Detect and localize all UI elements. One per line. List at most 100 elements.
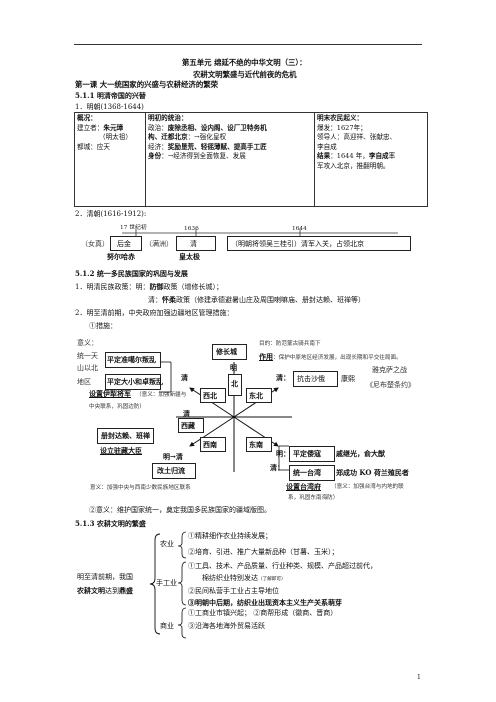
qing-policy-note: 政策（修建承德避暑山庄及周围喇嘛庙、册封达赖、班禅等） xyxy=(176,296,365,304)
year-17c: 17 世纪初 xyxy=(120,225,147,231)
ethnic-policy-ming: 1．明清民族政策：明：防御政策（增修长城）； xyxy=(75,282,223,291)
gaitu-label: 改土归流 xyxy=(157,466,185,475)
xinan-note: 意义：加强中央与西南少数民族地区联系 xyxy=(90,485,191,491)
ethnic-policy-qing: 清：怀柔政策（修建承德避暑山庄及周围喇嘛庙、册封达赖、班禅等） xyxy=(148,295,365,304)
yiyi-top-4: 地区 xyxy=(77,378,91,386)
section-5-1-2: 5.1.2 统一多民族国家的巩固与发展 xyxy=(75,269,188,278)
politics-result: ：→强化皇权 xyxy=(187,133,227,142)
page-number: 1 xyxy=(417,674,421,681)
section-5-1-1: 5.1.1 明清帝国的兴替 xyxy=(75,91,146,100)
s513-left-2: 农耕文明达到鼎盛 xyxy=(77,586,133,595)
yiyi-final: ②意义：维护国家统一，奠定我国多民族国家的疆域版图。 xyxy=(89,506,271,514)
shougongye-item-1b: 棉纺织业特别发达（了解即可） xyxy=(202,574,286,582)
politics-measures: 废除丞相、设内阁、设厂卫特务机 xyxy=(167,123,267,132)
economy-measures-cont: 身份 xyxy=(148,152,162,161)
changcheng-box xyxy=(212,344,247,360)
taiwan-note: （意义：加强台湾与内地的联 xyxy=(331,484,404,490)
pingwo-box xyxy=(289,446,335,462)
dongbei-box xyxy=(246,388,272,403)
cotton-textile: 棉纺织业特别发达 xyxy=(202,574,258,582)
nongye-item-1: ①精耕细作农业持续发展； xyxy=(188,532,272,540)
ming-policy: 防御 xyxy=(149,282,164,291)
ming-overview-cell: 概况： 建立者：朱元璋 （明太祖） 都城：应天 xyxy=(74,112,146,207)
reached: 达到 xyxy=(105,587,119,595)
qing-heading: 2．清朝(1616-1912): xyxy=(75,210,147,218)
ethnic-policy-label: 1．明清民族政策：明： xyxy=(75,283,150,291)
tongyi-taiwan-label: 统一台湾 xyxy=(293,468,321,477)
peak: 鼎盛 xyxy=(119,586,133,595)
changcheng-purpose: 目的：防范蒙古骑兵南下 xyxy=(259,341,321,347)
shangye-item-1: ①工商业市镇兴起； ②商帮形成（徽商、晋商） xyxy=(188,609,338,617)
effect-label: 作用 xyxy=(259,352,273,361)
founder-name: 朱元璋 xyxy=(103,123,124,132)
economy-label: 经济： xyxy=(148,142,168,151)
yakesa-label: 雅克萨之战 xyxy=(372,366,407,374)
ming-north: 明 xyxy=(230,363,237,372)
frontier-heading: 2．明至清前期，中央政府加强边疆地区管理措施： xyxy=(75,309,234,317)
nongye-label: 农业 xyxy=(160,540,174,548)
manzhou-label: （满洲） xyxy=(145,240,173,248)
yili-note-2: 中央联系，巩固边防） xyxy=(89,404,145,410)
qing-southeast: 清： xyxy=(270,463,284,472)
nurhaci-label: 努尔哈赤 xyxy=(107,252,135,261)
xibei-box xyxy=(200,388,226,403)
yili-label: 设置伊犁将军 xyxy=(89,389,131,398)
dongnan-box xyxy=(246,437,272,452)
year-1636: 1636 xyxy=(184,226,199,232)
uprising-title: 明末农民起义： xyxy=(317,114,364,122)
xizang-label: 西藏 xyxy=(181,421,195,430)
qing-tibet: 清 xyxy=(183,409,190,418)
result-leader: 李自成 xyxy=(368,152,389,161)
north-box xyxy=(228,374,242,396)
kangxi-label: 康熙 xyxy=(341,375,355,383)
uprising-leaders: 领导人：高迎祥、张献忠、 xyxy=(317,133,397,142)
zhungeer-box xyxy=(105,352,161,368)
ming-southeast: 明： xyxy=(276,449,290,458)
dongbei-label: 东北 xyxy=(249,391,263,400)
lesson-title: 第一课 大一统国家的兴盛与农耕经济的繁荣 xyxy=(75,80,218,89)
qing-northeast: 清： xyxy=(276,373,290,382)
cefeng-box xyxy=(97,428,154,444)
event-label: （明朝将领吴三桂引）清军入关，占领北京 xyxy=(231,240,364,248)
xinan-label: 西南 xyxy=(203,440,217,449)
result-text-cont: 军攻入北京，推翻明朝。 xyxy=(317,161,390,170)
unit-subtitle: 农耕文明繁盛与近代前夜的危机 xyxy=(193,70,297,79)
know-note: （了解即可） xyxy=(258,577,286,582)
ming-table: 概况： 建立者：朱元璋 （明太祖） 都城：应天 明初的统治： 政治：废除丞相、设… xyxy=(74,112,428,207)
yiyi-top-2: 统一天 xyxy=(77,352,98,360)
houjin-box xyxy=(110,236,142,251)
dahe-label: 平定大小和卓叛乱 xyxy=(107,377,163,386)
yiyi-top-1: 意义： xyxy=(77,339,98,347)
result-label: 结果 xyxy=(317,152,331,161)
huangtaiji-label: 皇太极 xyxy=(179,252,200,261)
shougongye-item-3: ③明朝中后期，纺织业出现资本主义生产关系萌芽 xyxy=(188,598,342,607)
ming-qing-southwest: 明→清 xyxy=(163,452,183,461)
founder-title: （明太祖） xyxy=(99,133,132,142)
unit-title: 第五单元 绵延不绝的中华文明（三）： xyxy=(182,58,307,67)
qing-box xyxy=(176,236,216,251)
changcheng-label: 修长城 xyxy=(216,347,237,356)
effect-text: ：保护中原地区经济发展，出现长期和平交往局面。 xyxy=(273,355,402,361)
xibei-label: 西北 xyxy=(203,391,217,400)
kangji-box xyxy=(293,371,338,387)
s513-left-1: 明至清前期，我国 xyxy=(77,573,133,581)
shougongye-label: 手工业 xyxy=(156,579,177,587)
nongye-item-2: ②培育、引进、推广大量新品种（甘薯、玉米）； xyxy=(188,548,339,556)
early-rule-title: 明初的统治： xyxy=(148,114,188,122)
taiwan-note-2: 系，巩固东南海防） xyxy=(288,495,339,501)
kangji-label: 抗击沙俄 xyxy=(297,375,325,383)
dahe-box xyxy=(105,374,161,390)
ming-heading: 1．明朝(1368-1644) xyxy=(75,103,144,111)
shangye-item-2: ③沿海各地海外贸易活跃 xyxy=(188,622,265,630)
founder-label: 建立者： xyxy=(77,123,104,132)
gaitu-box xyxy=(152,463,196,479)
section-5-1-3: 5.1.3 农耕文明的繁盛 xyxy=(75,519,146,528)
result-text: 率 xyxy=(388,152,396,161)
measures-heading: ①措施： xyxy=(89,322,117,330)
shangye-label: 商业 xyxy=(160,622,174,630)
pingwo-label: 平定倭寇 xyxy=(293,449,321,458)
taiwan-fu-label: 设置台湾府 xyxy=(286,482,321,491)
qing-policy: 怀柔 xyxy=(162,295,176,304)
shougongye-item-2: ②民间私营手工业占主导地位 xyxy=(188,587,279,595)
ming-uprising-cell: 明末农民起义： 爆发：1627年； 领导人：高迎祥、张献忠、 李自成 结果：16… xyxy=(314,112,428,207)
